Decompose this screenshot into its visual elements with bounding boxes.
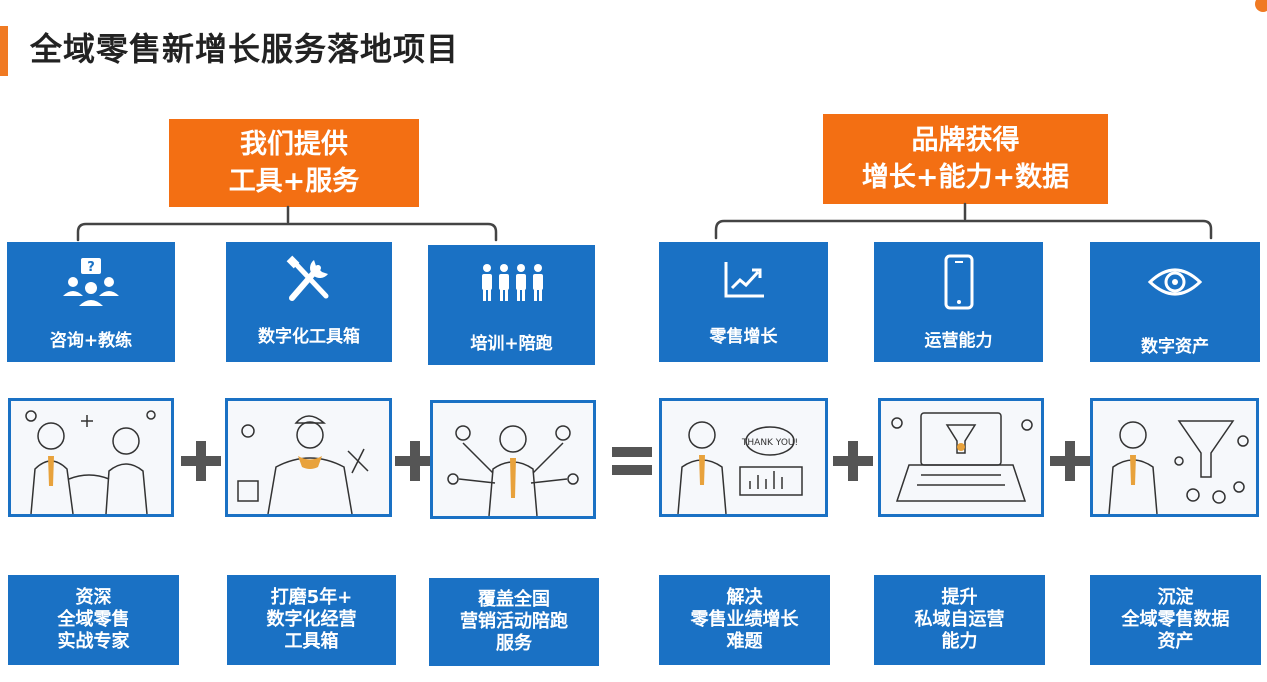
illustration-growth: THANK YOU! [659, 398, 828, 517]
bottom-card-line: 工具箱 [284, 631, 339, 652]
outcome-label-assets: 数字资产 [1141, 337, 1209, 357]
trainer-sketch-icon [447, 425, 579, 516]
bottom-card-line: 打磨5年+ [270, 587, 353, 608]
service-label-consulting: 咨询+教练 [49, 331, 133, 351]
title-accent-bar [0, 26, 8, 76]
outcome-card-operations: 运营能力 [874, 242, 1043, 362]
plus-operator-4 [1050, 441, 1090, 481]
plus-operator-2 [395, 441, 435, 481]
team-icon [481, 264, 543, 301]
gain-box: 品牌获得 增长+能力+数据 [823, 114, 1108, 204]
page-title: 全域零售新增长服务落地项目 [30, 30, 460, 68]
service-card-consulting: ? 咨询+教练 [7, 242, 175, 362]
consulting-sketch-icon [25, 410, 156, 514]
bottom-card-line: 资深 [75, 587, 112, 608]
outcome-label-growth: 零售增长 [709, 327, 778, 347]
offer-box: 我们提供 工具+服务 [169, 119, 419, 207]
service-label-training: 培训+陪跑 [470, 334, 553, 354]
growth-chart-icon [724, 262, 764, 298]
tools-icon [286, 255, 329, 301]
bottom-card-line: 零售业绩增长 [690, 609, 799, 630]
bottom-card-coverage: 覆盖全国 营销活动陪跑 服务 [429, 578, 599, 666]
offer-line1: 我们提供 [240, 129, 348, 160]
data-assets-sketch-icon [1108, 420, 1249, 514]
corner-logo-icon [1255, 0, 1267, 12]
svg-text:?: ? [87, 260, 95, 275]
bottom-card-line: 私域自运营 [914, 609, 1005, 630]
illustration-assets [1090, 398, 1259, 517]
laptop-sketch-icon [891, 412, 1033, 502]
outcome-card-growth: 零售增长 [659, 242, 828, 362]
phone-icon [944, 254, 973, 310]
gain-line1: 品牌获得 [911, 125, 1020, 156]
service-card-training: 培训+陪跑 [428, 245, 595, 365]
bottom-card-experts: 资深 全域零售 实战专家 [8, 575, 179, 665]
bottom-card-line: 覆盖全国 [478, 589, 550, 610]
illustration-consulting [8, 398, 174, 517]
growth-sketch-icon: THANK YOU! [677, 421, 803, 514]
bottom-card-assets: 沉淀 全域零售数据 资产 [1090, 575, 1261, 665]
outcome-card-assets: 数字资产 [1090, 242, 1260, 362]
illustration-training [430, 400, 596, 519]
offer-line2: 工具+服务 [228, 166, 360, 197]
service-card-toolbox: 数字化工具箱 [226, 242, 392, 362]
outcome-label-operations: 运营能力 [924, 331, 993, 351]
plus-operator-1 [181, 441, 221, 481]
bottom-card-line: 解决 [726, 587, 763, 608]
gain-line2: 增长+能力+数据 [861, 162, 1070, 193]
bottom-card-line: 难题 [726, 631, 763, 652]
bottom-card-toolbox: 打磨5年+ 数字化经营 工具箱 [227, 575, 396, 665]
builder-sketch-icon [237, 415, 369, 514]
illustration-operations [878, 398, 1044, 517]
bottom-card-operations: 提升 私域自运营 能力 [874, 575, 1045, 665]
bottom-card-line: 沉淀 [1157, 587, 1194, 608]
bottom-card-line: 数字化经营 [266, 609, 357, 630]
bottom-card-line: 服务 [496, 633, 532, 654]
bottom-card-line: 全域零售数据 [1121, 609, 1230, 630]
bottom-card-line: 能力 [941, 631, 978, 652]
bottom-card-growth: 解决 零售业绩增长 难题 [659, 575, 830, 665]
illustration-toolbox [225, 398, 392, 517]
bottom-card-line: 资产 [1157, 631, 1194, 652]
plus-operator-3 [833, 441, 873, 481]
eye-icon [1147, 268, 1203, 296]
service-label-toolbox: 数字化工具箱 [258, 327, 360, 347]
people-question-icon: ? [63, 258, 119, 306]
thank-you-text: THANK YOU! [741, 438, 798, 448]
bottom-card-line: 实战专家 [57, 631, 130, 652]
bottom-card-line: 全域零售 [57, 609, 130, 630]
bottom-card-line: 营销活动陪跑 [460, 611, 568, 632]
equals-operator [612, 447, 652, 475]
bottom-card-line: 提升 [941, 587, 978, 608]
